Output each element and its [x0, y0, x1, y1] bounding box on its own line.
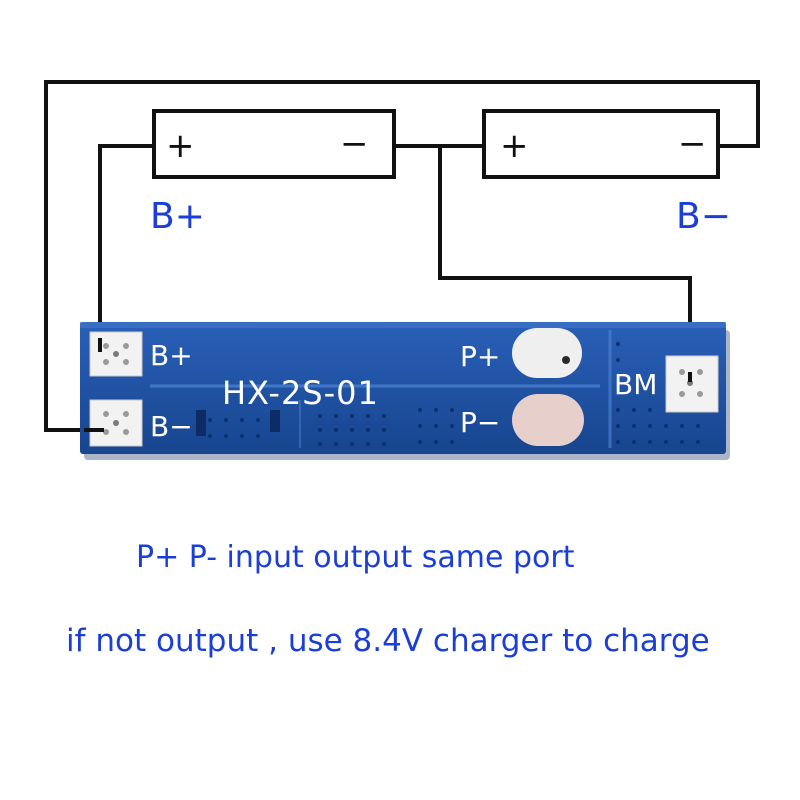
board-model: HX-2S-01	[222, 374, 379, 412]
pad-p-plus	[512, 328, 582, 378]
battery-left-plus: +	[166, 126, 195, 166]
wire-b-minus	[44, 80, 760, 432]
battery-right: + −	[482, 109, 720, 179]
battery-left: + −	[152, 109, 396, 179]
battery-right-plus: +	[500, 126, 529, 166]
wire-b-plus	[98, 144, 156, 338]
label-b-minus: B−	[676, 196, 731, 237]
battery-right-body	[482, 109, 720, 179]
pad-p-minus	[512, 394, 584, 446]
pcb-board: B+ B− HX-2S-01 P+ P− BM	[80, 322, 730, 460]
battery-left-body	[152, 109, 396, 179]
pad-b-minus	[89, 399, 143, 447]
caption-port-note: P+ P- input output same port	[136, 540, 575, 575]
pad-bm-label: BM	[614, 368, 657, 401]
pad-b-plus	[89, 331, 143, 377]
pad-p-minus-label: P−	[460, 406, 500, 439]
label-b-plus: B+	[150, 196, 205, 237]
battery-left-minus: −	[340, 124, 369, 164]
pad-p-plus-label: P+	[460, 340, 500, 373]
caption-charge-note: if not output , use 8.4V charger to char…	[66, 623, 710, 659]
battery-right-minus: −	[678, 124, 707, 164]
pad-b-minus-label: B−	[150, 410, 193, 443]
pad-b-plus-label: B+	[150, 339, 193, 372]
pad-bm	[665, 355, 719, 413]
via-dots	[208, 342, 700, 446]
